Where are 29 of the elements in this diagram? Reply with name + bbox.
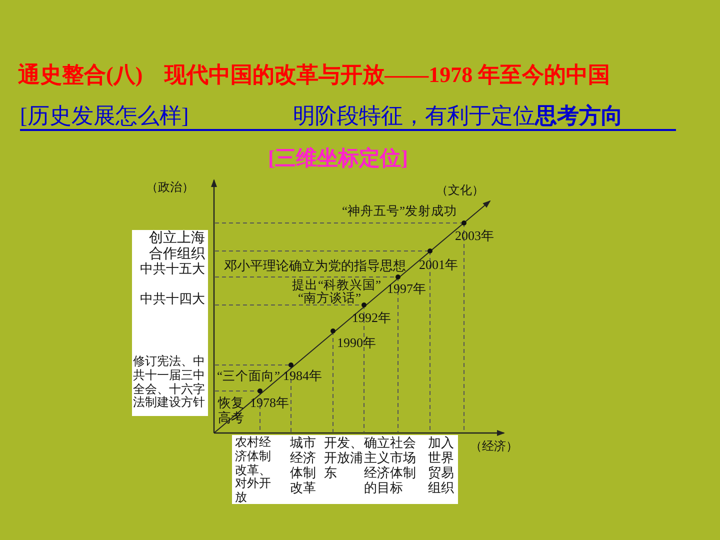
event-label: 邓小平理论确立为党的指导思想: [224, 259, 406, 274]
axis-label: （政治）: [146, 181, 194, 195]
year-label: 1984年: [283, 369, 322, 384]
event-label: 中共十五大: [140, 262, 205, 277]
event-label: 农村经济体制改革、对外开放: [235, 436, 272, 505]
event-label: 中共十四大: [140, 292, 205, 307]
event-label: 创立上海合作组织: [149, 231, 205, 262]
event-label: 恢复高考: [218, 396, 245, 426]
title: 通史整合(八) 现代中国的改革与开放——1978 年至今的中国: [18, 62, 610, 88]
event-label: 提出“科教兴国”: [292, 278, 382, 292]
event-label: “南方谈话”: [298, 291, 362, 306]
section-heading: [三维坐标定位]: [268, 146, 408, 170]
axis-label: （文化）: [436, 184, 484, 198]
event-label: “神舟五号”发射成功: [342, 204, 458, 218]
event-label: 开发、开放浦东: [324, 436, 364, 481]
event-label: 确立社会主义市场经济体制的目标: [364, 436, 417, 496]
event-label: 修订宪法、中共十一届三中全会、十六字法制建设方针: [133, 355, 206, 410]
year-label: 2001年: [419, 258, 458, 273]
year-label: 1978年: [250, 396, 289, 411]
year-label: 1992年: [352, 311, 391, 326]
subtitle: 明阶段特征，有利于定位思考方向: [293, 103, 623, 128]
axis-label: （经济）: [470, 440, 518, 454]
year-label: 1990年: [337, 336, 376, 351]
year-label: 1997年: [387, 282, 426, 297]
event-label: 加入世界贸易组织: [428, 436, 455, 496]
year-label: 2003年: [455, 229, 494, 244]
event-label: 城市经济体制改革: [290, 436, 317, 496]
event-label: “三个面向”: [217, 369, 280, 384]
link-text: [历史发展怎么样]: [20, 103, 189, 128]
